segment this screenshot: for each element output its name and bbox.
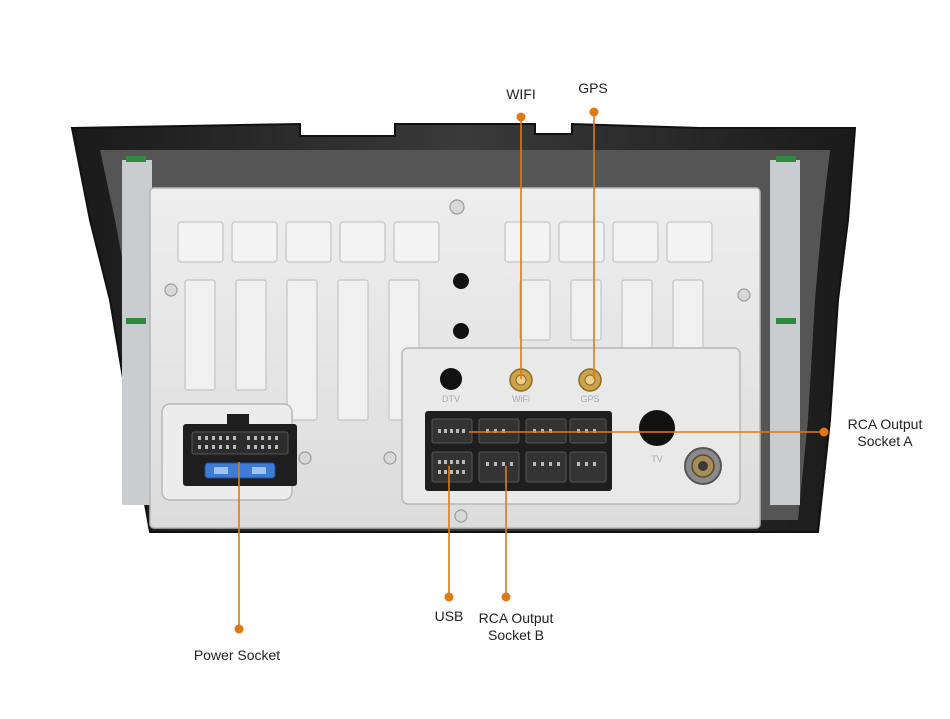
- green-clip: [776, 156, 796, 162]
- gps-emboss-label: GPS: [580, 394, 599, 404]
- side-panel-left: [122, 160, 152, 505]
- rca-output-socket-b-label: RCA Output Socket B: [468, 610, 564, 644]
- round-jack: [684, 447, 722, 485]
- gps-label: GPS: [578, 80, 608, 96]
- green-clip: [126, 318, 146, 324]
- rca-a-line2: Socket A: [857, 433, 913, 449]
- rca-b-line2: Socket B: [487, 627, 545, 643]
- wifi-antenna-connector: [509, 368, 533, 392]
- tv-port: [639, 410, 675, 446]
- wifi-label: WIFI: [506, 86, 536, 102]
- rca-output-socket-a-label: RCA Output Socket A: [835, 416, 935, 450]
- green-clip: [776, 318, 796, 324]
- rca-b-line1: RCA Output: [478, 610, 554, 626]
- power-socket-label: Power Socket: [193, 647, 281, 663]
- rca-a-line1: RCA Output: [847, 416, 923, 432]
- usb-label: USB: [434, 608, 464, 624]
- callout-dots: [234, 107, 829, 634]
- rca-connector-block: [425, 411, 612, 491]
- callout-lines: [238, 112, 824, 627]
- mount-hole: [453, 323, 469, 339]
- fuse: [204, 462, 276, 479]
- dtv-port: [440, 368, 462, 390]
- mount-hole: [453, 273, 469, 289]
- gps-antenna-connector: [578, 368, 602, 392]
- power-socket-connector: [183, 414, 297, 486]
- tv-emboss-label: TV: [651, 454, 663, 464]
- heat-sink-fins: [177, 221, 713, 263]
- side-panel-right: [770, 160, 800, 505]
- wifi-emboss-label: WiFi: [512, 394, 530, 404]
- green-clip: [126, 156, 146, 162]
- dtv-label: DTV: [442, 394, 460, 404]
